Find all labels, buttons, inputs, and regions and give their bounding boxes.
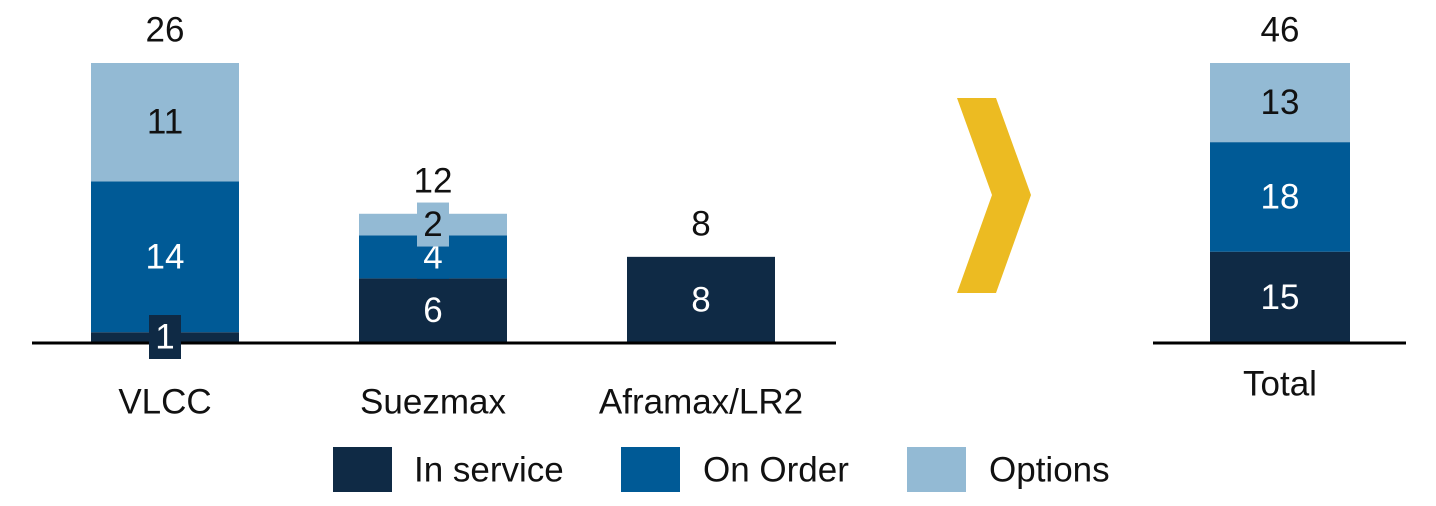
legend-swatch-in-service <box>333 447 392 492</box>
total-label-aframax-lr2: 8 <box>691 204 710 243</box>
summary-bar-on-order <box>1210 142 1350 252</box>
summary-value-label-on-order: 18 <box>1261 177 1300 216</box>
category-label-suezmax: Suezmax <box>360 383 506 422</box>
summary-total-label: 46 <box>1261 11 1300 50</box>
value-label-in-service-vlcc: 1 <box>155 318 174 357</box>
summary-value-label-in-service: 15 <box>1261 278 1300 317</box>
bar-in-service-suezmax <box>359 278 507 343</box>
summary-category-label: Total <box>1243 365 1317 404</box>
summary-bar-options <box>1210 63 1350 143</box>
value-label-in-service-aframax-lr2: 8 <box>691 280 710 319</box>
value-badge-options-suezmax <box>417 202 449 247</box>
value-badge-in-service-vlcc <box>149 315 181 359</box>
legend-swatch-options <box>907 447 966 492</box>
legend-swatch-on-order <box>621 447 680 492</box>
total-label-suezmax: 12 <box>414 161 453 200</box>
legend-label-on-order: On Order <box>703 451 849 490</box>
value-label-options-vlcc: 11 <box>147 103 183 142</box>
bar-in-service-aframax-lr2 <box>627 256 775 343</box>
chevron-right-icon <box>957 98 1031 293</box>
category-label-vlcc: VLCC <box>118 383 211 422</box>
category-label-aframax-lr2: Aframax/LR2 <box>599 383 803 422</box>
summary-value-label-options: 13 <box>1261 83 1300 122</box>
legend-label-options: Options <box>989 451 1110 490</box>
summary-bar-in-service <box>1210 251 1350 343</box>
legend-label-in-service: In service <box>414 451 564 490</box>
summary-bar-group <box>1210 63 1350 343</box>
total-label-vlcc: 26 <box>146 11 185 50</box>
bar-on-order-vlcc <box>91 181 239 333</box>
bar-options-vlcc <box>91 63 239 182</box>
value-label-on-order-suezmax: 4 <box>423 237 442 276</box>
value-label-in-service-suezmax: 6 <box>423 291 442 330</box>
value-label-options-suezmax: 2 <box>423 205 442 244</box>
value-label-on-order-vlcc: 14 <box>146 237 185 276</box>
legend: In service On Order Options <box>333 447 1110 492</box>
